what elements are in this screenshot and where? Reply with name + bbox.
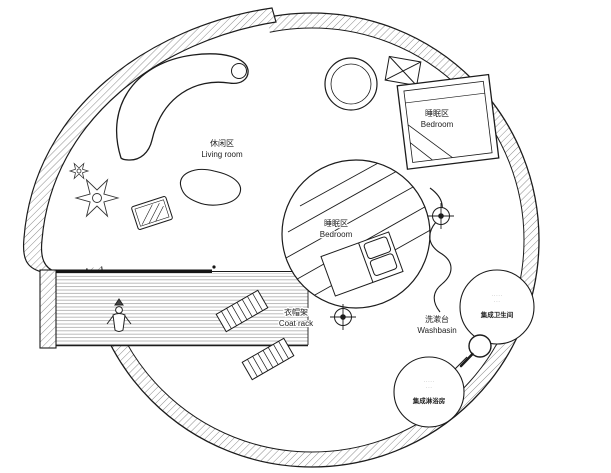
curved-sofa [116, 53, 249, 161]
bedroom-upper-label-zh: 睡眠区 [425, 109, 449, 118]
magnifier-icon [459, 334, 492, 368]
person-figure [106, 298, 132, 332]
round-table-inner [330, 63, 372, 105]
corridor-top-wall [56, 269, 212, 273]
bathroom-pod-spec-1: · · · · · [492, 294, 502, 298]
sofa-arm-curl [231, 63, 247, 79]
blanket-fold-line-1 [407, 124, 453, 158]
equipment-x-box [384, 55, 422, 87]
plant-large [74, 178, 120, 218]
pillow-2 [369, 253, 398, 276]
shower-pod-spec-1: · · · · · [424, 380, 434, 384]
bed-center [320, 231, 404, 297]
bedroom-center-label-en: Bedroom [320, 230, 353, 239]
bed-upper [396, 73, 500, 170]
bathroom-pod-circle [459, 269, 535, 345]
round-table-outer [324, 57, 378, 111]
floor-mat [131, 196, 173, 230]
coat-rack-label-en: Coat rack [279, 319, 314, 328]
bedroom-upper-label-en: Bedroom [421, 120, 454, 129]
bathroom-pod-spec-2: · · · [494, 300, 499, 304]
washbasin-label-zh: 洗漱台 [425, 314, 449, 324]
coat-rack-1 [215, 289, 269, 333]
plant-small [68, 162, 90, 180]
washbasin-label-en: Washbasin [417, 326, 456, 335]
coat-rack-label-zh: 衣帽架 [284, 307, 308, 317]
living-room-label-zh: 休闲区 [210, 138, 234, 148]
column-symbol-2 [330, 304, 356, 330]
corridor-left-wall [39, 269, 57, 349]
coffee-table [179, 169, 241, 206]
living-room-label-en: Living room [201, 150, 243, 159]
shower-pod-circle [393, 356, 465, 428]
shower-pod-spec-2: · · · [426, 386, 431, 390]
blanket-fold-line-2 [409, 142, 433, 161]
column-symbol-1 [428, 203, 454, 229]
corridor-floor-hatch [56, 273, 308, 345]
coat-rack-2 [241, 337, 295, 381]
bedroom-center-label-zh: 睡眠区 [324, 219, 348, 228]
bathroom-pod-label: 集成卫生间 [480, 310, 514, 319]
door-stop-dot [212, 265, 216, 269]
shower-pod-label: 集成淋浴房 [412, 396, 446, 405]
pillow-1 [363, 236, 392, 260]
